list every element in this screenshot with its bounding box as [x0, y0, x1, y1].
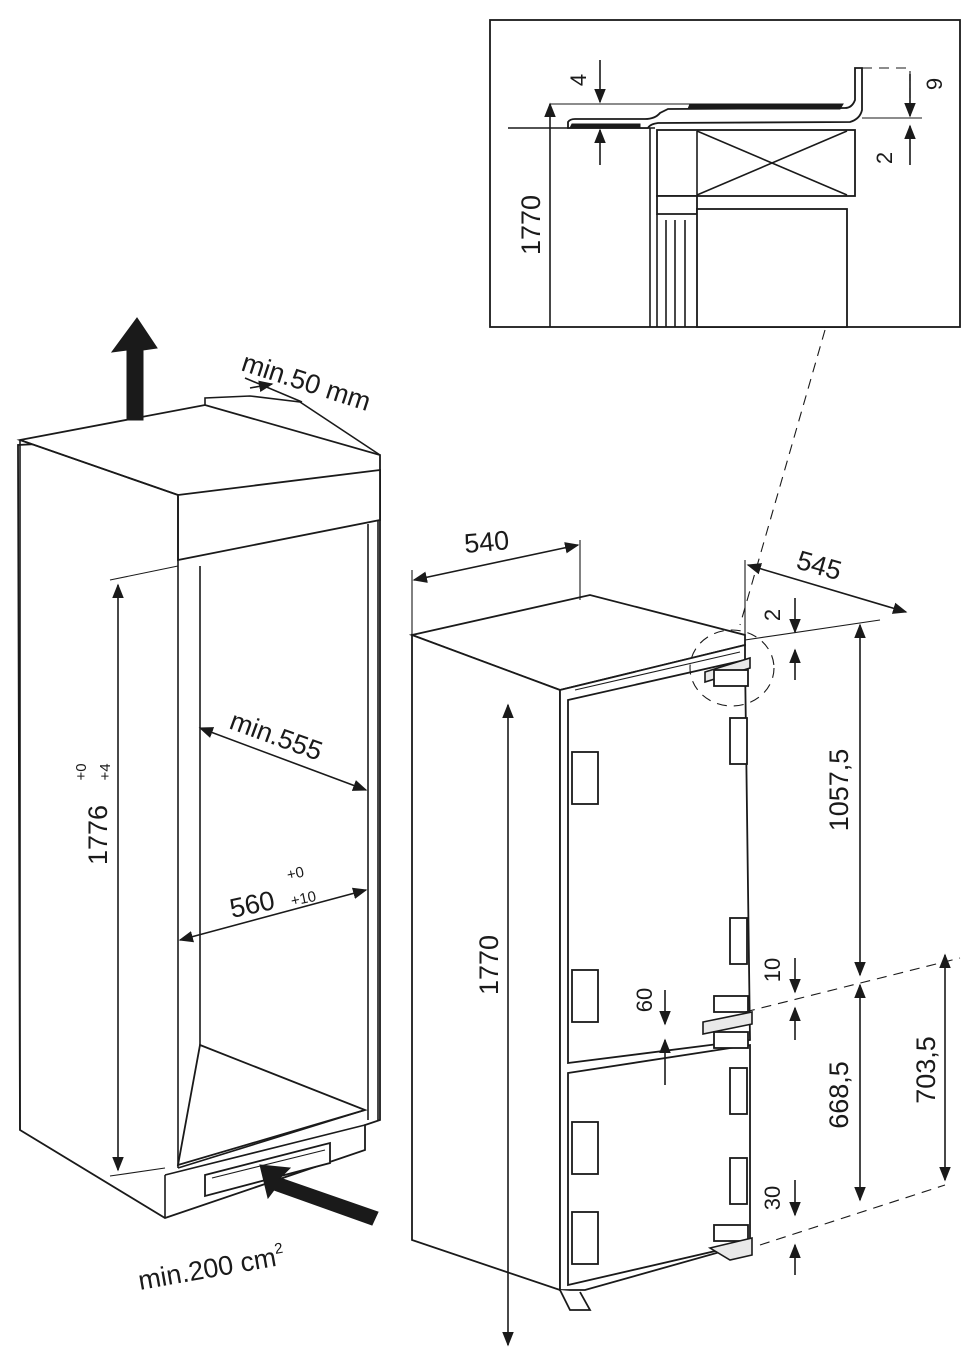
label-height: 1770: [474, 935, 504, 995]
upper-door: [567, 658, 751, 1065]
inset-appliance-side: [696, 208, 848, 328]
bracket-lower-left-1: [571, 1121, 599, 1175]
dim-niche-height-ext-bottom: [109, 1167, 166, 1177]
detail-callout-circle: [689, 629, 775, 707]
inset-cross-2: [696, 130, 848, 196]
niche-cabinet: min.50 mm 1776 +0 +4 min.555 560 +0 +10 …: [16, 317, 381, 1296]
inset-callout-line: [739, 329, 826, 626]
arrow-up-icon: [110, 317, 158, 421]
hinge-mid-plate: [713, 995, 749, 1013]
dim-mid-ext: [744, 957, 961, 1013]
label-niche-width-tol-lower: +10: [289, 888, 317, 910]
dim-vent-top-line: [244, 377, 303, 403]
niche-floor-edge: [177, 1109, 366, 1169]
label-gap-top: 2: [760, 609, 785, 621]
appliance: 540 545 1770 2 1057,5 10 60 668,5 703,5 …: [408, 525, 961, 1347]
label-niche-height: 1776: [83, 805, 113, 865]
label-lower-door: 668,5: [824, 1061, 854, 1129]
dim-depth-line: [746, 563, 908, 614]
label-vent-bottom-exp: 2: [273, 1240, 284, 1258]
inset-label-height: 1770: [516, 195, 546, 255]
hinge-upper-right-1: [729, 717, 748, 765]
inset-label-gap-top: 4: [566, 74, 591, 86]
inset-cabinet-seal: [569, 123, 641, 129]
plinth-vent-slot: [211, 1149, 326, 1179]
dim-height-ext-top: [744, 619, 881, 641]
hinge-upper-right-2: [729, 917, 748, 965]
door-top-edge: [574, 651, 741, 691]
label-gap-bottom: 30: [760, 1186, 785, 1210]
inset-worktop-profile: [567, 67, 863, 129]
label-gap-mid: 10: [760, 958, 785, 982]
cabinet-top-edge: [19, 439, 179, 560]
inset-top-seal: [687, 103, 844, 110]
label-lower-section: 703,5: [911, 1036, 941, 1104]
label-width: 540: [463, 525, 511, 559]
dim-width-line: [412, 542, 580, 583]
label-niche-width-tol-upper: +0: [285, 864, 305, 884]
dim-niche-depth-line: [198, 727, 368, 791]
label-door-gap: 60: [632, 988, 657, 1012]
hinge-lower-right-2: [729, 1157, 748, 1205]
dim-bottom-ext: [759, 1184, 946, 1246]
dim-niche-width-line: [178, 887, 368, 943]
label-niche-height-tol-lower: +4: [97, 763, 114, 780]
cabinet-top-rear: [204, 395, 381, 456]
detail-inset: 4 1770 9 2: [489, 19, 961, 626]
appliance-foot: [559, 1289, 592, 1311]
label-niche-height-tol-upper: +0: [73, 763, 90, 780]
label-vent-bottom: min.200 cm2: [136, 1240, 287, 1296]
label-upper-hinge: 1057,5: [824, 749, 854, 832]
inset-label-gap-right: 2: [872, 152, 897, 164]
niche-floor: [176, 1043, 368, 1167]
dim-niche-height-ext-top: [109, 565, 179, 581]
dim-vent-top-arrow: [249, 380, 274, 392]
hinge-bottom-plate: [713, 1224, 749, 1242]
arrow-inflow-icon: [259, 1164, 379, 1226]
inset-rail: [656, 195, 698, 215]
hinge-middle: [702, 1011, 753, 1035]
hinge-top-plate: [713, 669, 749, 687]
label-vent-bottom-value: min.200 cm: [136, 1242, 279, 1296]
bracket-lower-left-2: [571, 1211, 599, 1265]
hinge-bottom: [707, 1236, 753, 1261]
bracket-upper-left-1: [571, 751, 599, 805]
bracket-upper-left-2: [571, 969, 599, 1023]
plinth-top: [164, 1124, 366, 1176]
hinge-lower-right-1: [729, 1067, 748, 1115]
hinge-mid-plate-lower: [713, 1031, 749, 1049]
inset-label-offset-right: 9: [922, 78, 947, 90]
